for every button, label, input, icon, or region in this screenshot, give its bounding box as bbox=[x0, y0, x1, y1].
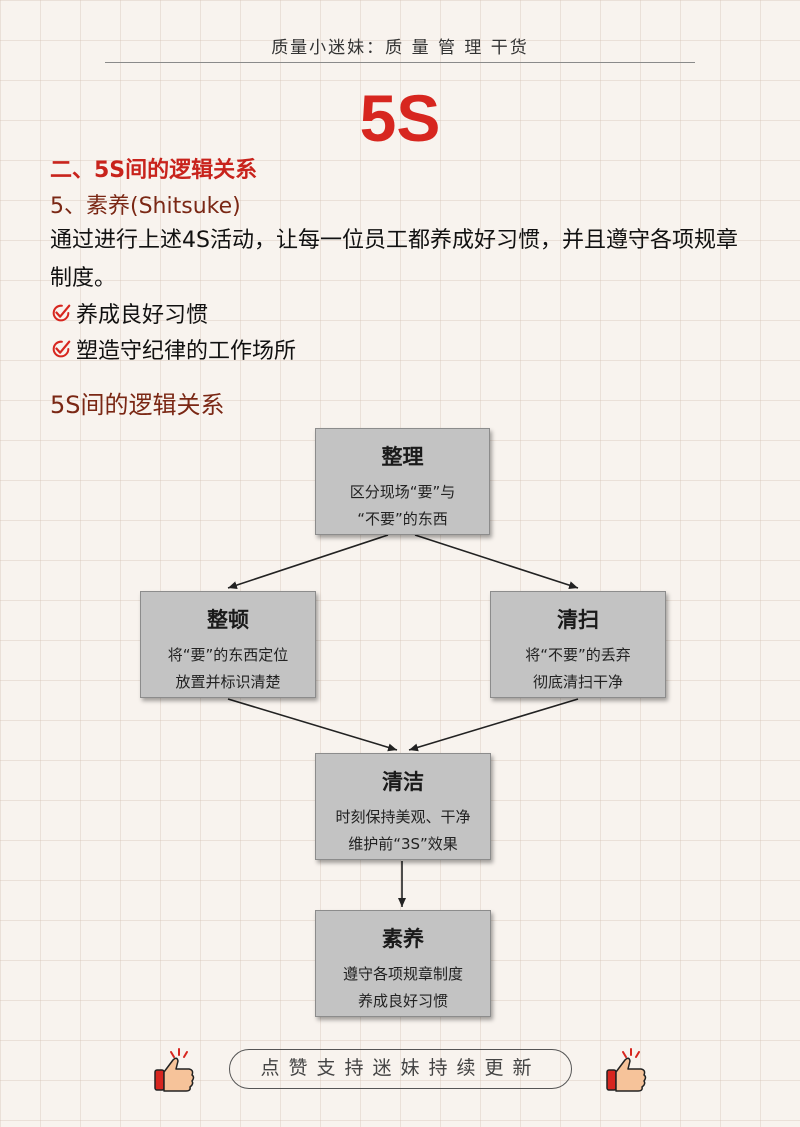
node-title: 整顿 bbox=[207, 608, 249, 632]
arrow-seiri-seiton bbox=[227, 534, 389, 589]
arrow-seiri-seiso bbox=[414, 534, 579, 590]
node-title: 素养 bbox=[382, 927, 424, 951]
node-desc: 区分现场“要”与 “不要”的东西 bbox=[349, 483, 456, 528]
thumbs-up-icon bbox=[154, 1048, 195, 1092]
header-title: 质量小迷妹：质 量 管 理 干货 bbox=[271, 38, 529, 58]
header-divider bbox=[105, 62, 695, 63]
check-item-label: 塑造守纪律的工作场所 bbox=[76, 339, 297, 364]
check-item-label: 养成良好习惯 bbox=[76, 303, 209, 328]
section-body: 通过进行上述4S活动，让每一位员工都养成好习惯，并且遵守各项规章制度。 bbox=[50, 228, 738, 291]
page-title: 5S bbox=[359, 81, 441, 155]
node-seiso: 清扫 将“不要”的丢弃 彻底清扫干净 bbox=[490, 591, 666, 698]
thumbs-up-icon bbox=[606, 1048, 647, 1092]
node-seiton: 整顿 将“要”的东西定位 放置并标识清楚 bbox=[140, 591, 316, 698]
node-desc: 时刻保持美观、干净 维护前“3S”效果 bbox=[335, 808, 471, 853]
footer-support-pill: 点赞支持迷妹持续更新 bbox=[229, 1049, 572, 1089]
node-desc: 将“要”的东西定位 放置并标识清楚 bbox=[167, 646, 289, 691]
node-title: 清洁 bbox=[382, 770, 424, 794]
node-seiketsu: 清洁 时刻保持美观、干净 维护前“3S”效果 bbox=[315, 753, 491, 860]
node-desc: 遵守各项规章制度 养成良好习惯 bbox=[342, 965, 463, 1010]
check-circle-icon bbox=[52, 304, 71, 322]
node-desc: 将“不要”的丢弃 彻底清扫干净 bbox=[525, 646, 631, 691]
node-title: 清扫 bbox=[557, 608, 599, 632]
diagram-title: 5S间的逻辑关系 bbox=[50, 391, 225, 419]
check-item-habit: 养成良好习惯 bbox=[50, 297, 208, 329]
check-circle-icon bbox=[52, 340, 71, 358]
arrow-seiso-seiketsu bbox=[408, 698, 579, 752]
section-subheading: 5、素养(Shitsuke) bbox=[50, 194, 241, 219]
node-shitsuke: 素养 遵守各项规章制度 养成良好习惯 bbox=[315, 910, 491, 1017]
arrow-seiton-seiketsu bbox=[227, 698, 398, 752]
node-seiri: 整理 区分现场“要”与 “不要”的东西 bbox=[315, 428, 490, 535]
node-title: 整理 bbox=[381, 445, 424, 469]
section-heading: 二、5S间的逻辑关系 bbox=[50, 158, 258, 183]
check-item-discipline: 塑造守纪律的工作场所 bbox=[50, 333, 296, 365]
